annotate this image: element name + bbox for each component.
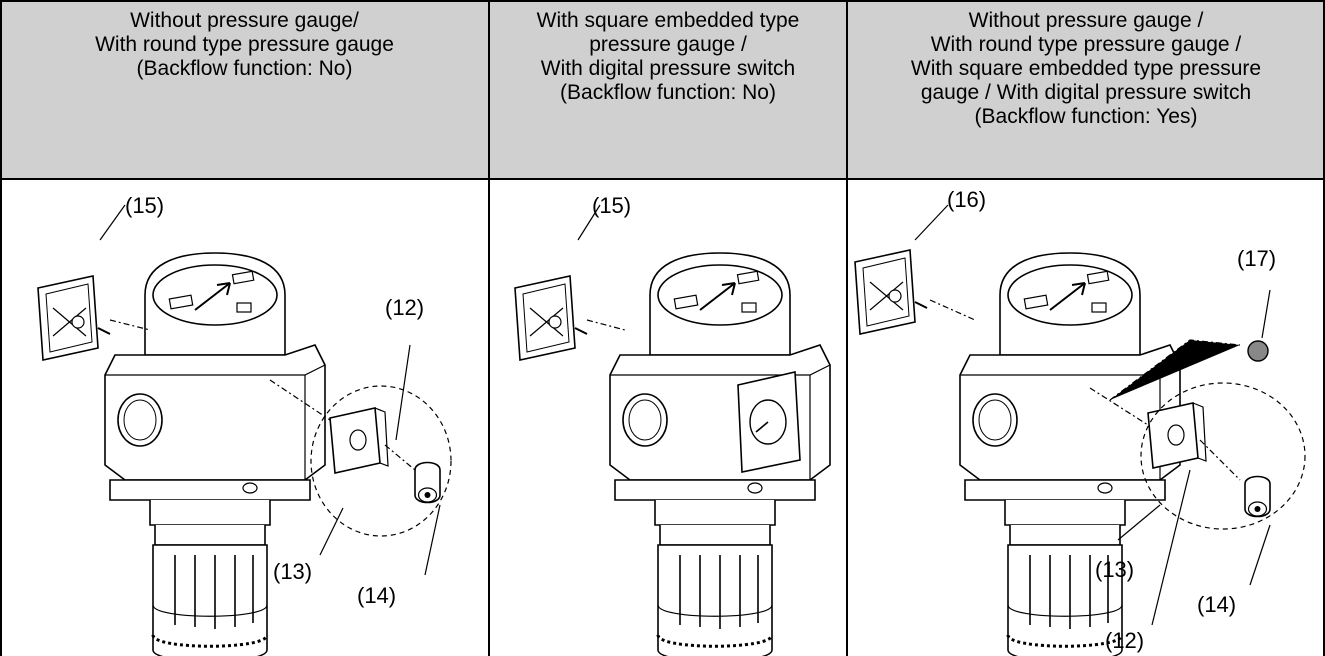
callout-label: (13): [273, 559, 312, 584]
part-callouts: (15) (12) (13) (14) (15) (16) (17) (13) …: [125, 187, 1276, 653]
regulator-illustration: [37, 204, 452, 656]
table-divider: [846, 0, 848, 656]
callout-label: (15): [125, 193, 164, 218]
callout-label: (12): [1105, 628, 1144, 653]
callout-label: (15): [592, 193, 631, 218]
callout-label: (13): [1095, 557, 1134, 582]
callout-label: (14): [1197, 592, 1236, 617]
table-border-right: [1323, 0, 1325, 656]
callout-label: (12): [385, 295, 424, 320]
table-header-divider: [0, 178, 1325, 180]
regulator-illustration: [514, 204, 832, 656]
table-border-left: [0, 0, 2, 656]
table-divider: [488, 0, 490, 656]
callout-label: (17): [1237, 246, 1276, 271]
table-border-top: [0, 0, 1325, 2]
column-header-text: Without pressure gauge/ With round type …: [95, 9, 394, 80]
column-header: Without pressure gauge / With round type…: [847, 0, 1325, 179]
column-header-text: With square embedded type pressure gauge…: [536, 9, 800, 104]
column-header: With square embedded type pressure gauge…: [489, 0, 847, 179]
regulator-illustration: [854, 204, 1306, 656]
callout-label: (16): [947, 187, 986, 212]
callout-label: (14): [357, 583, 396, 608]
column-header-text: Without pressure gauge / With round type…: [910, 9, 1262, 128]
column-header: Without pressure gauge/ With round type …: [0, 0, 489, 179]
